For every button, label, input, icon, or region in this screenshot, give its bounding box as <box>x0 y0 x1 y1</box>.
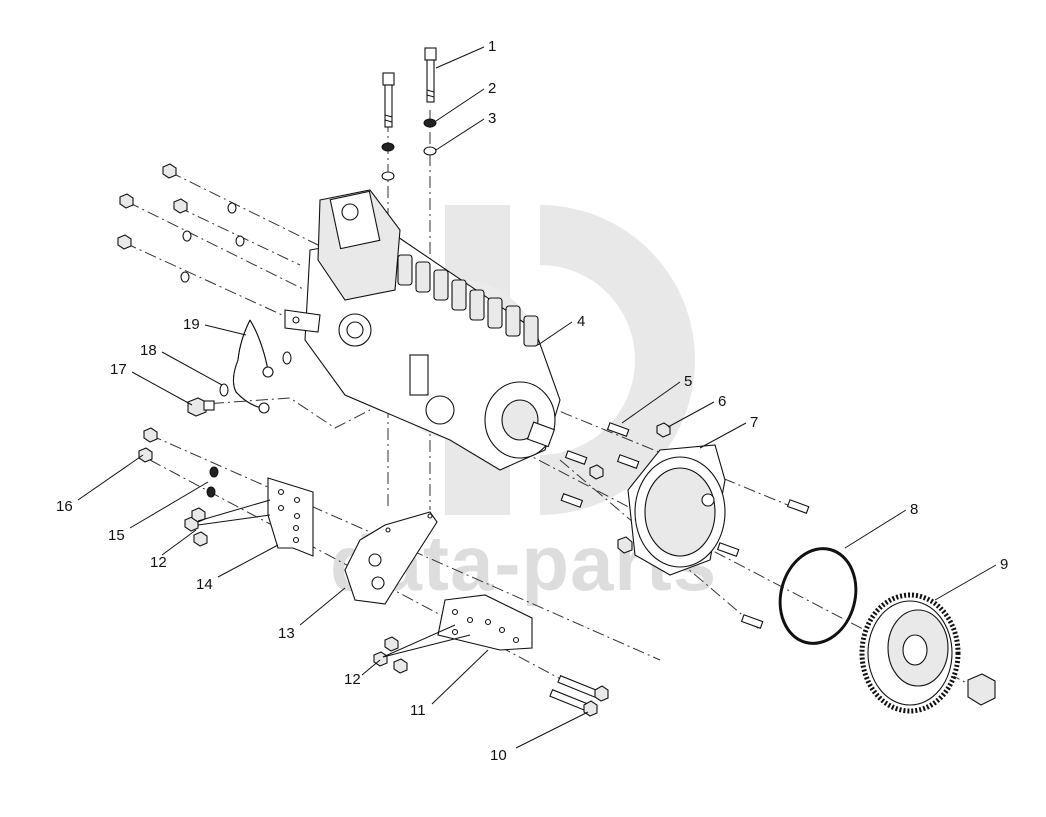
callout-16: 16 <box>56 498 73 515</box>
callout-17: 17 <box>110 361 127 378</box>
callout-10: 10 <box>490 747 507 764</box>
nuts-16[interactable] <box>138 427 158 463</box>
gear-9[interactable] <box>859 592 961 714</box>
bolt-1[interactable] <box>424 47 437 103</box>
callout-1: 1 <box>488 38 496 55</box>
leader-lines <box>77 46 997 749</box>
housing-7[interactable] <box>617 444 726 576</box>
o-ring-8[interactable] <box>770 540 866 652</box>
washers-left[interactable] <box>180 202 245 283</box>
oil-line-19[interactable] <box>232 319 274 414</box>
washer-2-left[interactable] <box>381 142 395 152</box>
nut-6[interactable] <box>656 422 671 438</box>
callout-12b: 12 <box>150 554 167 571</box>
bracket-13[interactable] <box>344 511 438 605</box>
callout-13: 13 <box>278 625 295 642</box>
callout-4: 4 <box>577 313 585 330</box>
callout-labels: 1 2 3 4 5 6 7 8 9 10 11 12 12 13 14 15 1… <box>56 38 1008 764</box>
callout-18: 18 <box>140 342 157 359</box>
bracket-11[interactable] <box>437 594 533 651</box>
callout-7: 7 <box>750 414 758 431</box>
washer-2[interactable] <box>423 118 437 128</box>
bolt-left[interactable] <box>382 72 395 128</box>
callout-5: 5 <box>684 373 692 390</box>
bolts-12-upper[interactable] <box>184 507 208 547</box>
callout-12a: 12 <box>344 671 361 688</box>
banjo-bolt-17[interactable] <box>187 397 215 417</box>
o-ring-3[interactable] <box>423 146 437 156</box>
nut-6b[interactable] <box>589 464 604 480</box>
delivery-valves <box>397 254 539 347</box>
bracket-left <box>284 309 321 333</box>
callout-8: 8 <box>910 501 918 518</box>
bracket-14[interactable] <box>267 477 314 557</box>
callout-6: 6 <box>718 393 726 410</box>
studs-5[interactable] <box>560 422 810 629</box>
nuts-left[interactable] <box>117 163 188 250</box>
callout-9: 9 <box>1000 556 1008 573</box>
callout-19: 19 <box>183 316 200 333</box>
washers-15[interactable] <box>206 466 219 498</box>
bolts-10[interactable] <box>549 675 609 717</box>
callout-2: 2 <box>488 80 496 97</box>
callout-3: 3 <box>488 110 496 127</box>
o-ring-3-left[interactable] <box>381 171 395 181</box>
washer-18[interactable] <box>219 383 229 397</box>
gear-nut[interactable] <box>967 673 996 706</box>
callout-14: 14 <box>196 576 213 593</box>
assembly-centerlines <box>124 110 981 701</box>
callout-15: 15 <box>108 527 125 544</box>
injection-pump-4[interactable] <box>304 189 561 471</box>
washer-19b[interactable] <box>282 351 292 365</box>
callout-11: 11 <box>410 702 426 719</box>
